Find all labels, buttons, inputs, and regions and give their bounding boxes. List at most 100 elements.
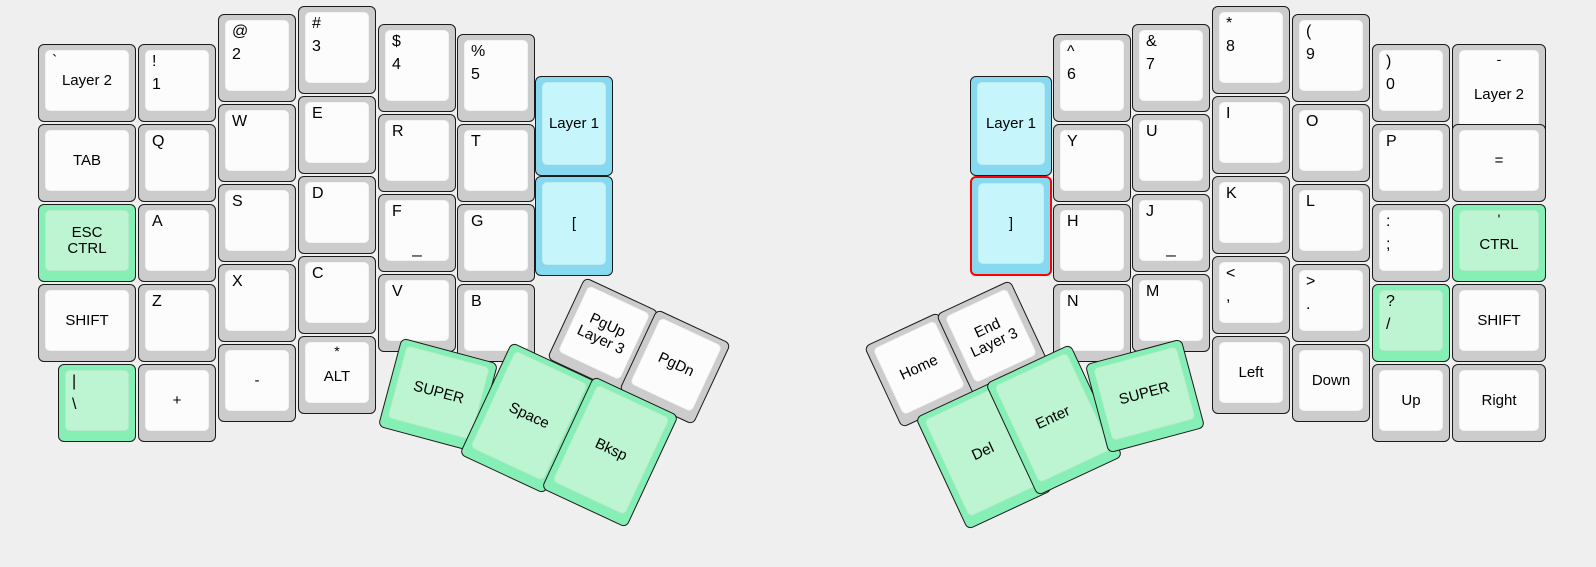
key-cap-surface bbox=[145, 370, 209, 431]
key-l-c1-r2[interactable]: A bbox=[138, 204, 216, 282]
key-legend-top-center: ' bbox=[1497, 211, 1501, 227]
key-r-c4-r1[interactable]: O bbox=[1292, 104, 1370, 182]
key-legends: [ bbox=[542, 182, 606, 265]
key-l-c0-r3[interactable]: SHIFT bbox=[38, 284, 136, 362]
key-legend-center: CTRL bbox=[1479, 236, 1519, 254]
key-legend-top: M bbox=[1146, 283, 1160, 300]
key-r-c1-r3[interactable]: N bbox=[1053, 284, 1131, 362]
key-legend-top: & bbox=[1146, 33, 1157, 50]
key-r-c0-r1[interactable]: ] bbox=[970, 176, 1052, 276]
key-r-c4-r4[interactable]: Down bbox=[1292, 344, 1370, 422]
key-cap-surface bbox=[1219, 342, 1283, 403]
key-legends: Up bbox=[1379, 370, 1443, 431]
key-r-c5-r3[interactable]: ?/ bbox=[1372, 284, 1450, 362]
key-r-c6-r0[interactable]: -Layer 2 bbox=[1452, 44, 1546, 138]
key-l-c6-r0[interactable]: Layer 1 bbox=[535, 76, 613, 176]
key-l-c4-r1[interactable]: R bbox=[378, 114, 456, 192]
key-r-c5-r2[interactable]: :; bbox=[1372, 204, 1450, 282]
key-legends: A bbox=[145, 210, 209, 271]
key-cap-surface bbox=[464, 210, 528, 271]
key-cap-surface bbox=[1139, 200, 1203, 261]
key-l-c1-r3[interactable]: Z bbox=[138, 284, 216, 362]
key-r-c2-r1[interactable]: U bbox=[1132, 114, 1210, 192]
key-l-c1-r4[interactable]: + bbox=[138, 364, 216, 442]
key-r-c6-r1[interactable]: = bbox=[1452, 124, 1546, 202]
key-r-c1-r1[interactable]: Y bbox=[1053, 124, 1131, 202]
key-cap-surface bbox=[1299, 270, 1363, 331]
key-r-c2-r2[interactable]: J_ bbox=[1132, 194, 1210, 272]
key-legend-top-center: - bbox=[1496, 51, 1502, 67]
key-l-c4-r2[interactable]: F_ bbox=[378, 194, 456, 272]
key-l-c1-r1[interactable]: Q bbox=[138, 124, 216, 202]
key-r-c3-r2[interactable]: K bbox=[1212, 176, 1290, 254]
key-legend-center: TAB bbox=[72, 151, 102, 169]
key-r-c1-r0[interactable]: ^6 bbox=[1053, 34, 1131, 122]
key-legend-top: I bbox=[1226, 105, 1231, 122]
key-r-c4-r2[interactable]: L bbox=[1292, 184, 1370, 262]
key-r-c0-r0[interactable]: Layer 1 bbox=[970, 76, 1052, 176]
key-l-c2-r2[interactable]: S bbox=[218, 184, 296, 262]
key-l-c2-r0[interactable]: @2 bbox=[218, 14, 296, 102]
key-cap-surface bbox=[45, 50, 129, 111]
key-l-c2-r3[interactable]: X bbox=[218, 264, 296, 342]
key-legends: Q bbox=[145, 130, 209, 191]
key-r-c1-r2[interactable]: H bbox=[1053, 204, 1131, 282]
key-legend-top: : bbox=[1386, 213, 1391, 230]
key-r-c4-r3[interactable]: >. bbox=[1292, 264, 1370, 342]
key-l-c0-r0[interactable]: `Layer 2 bbox=[38, 44, 136, 122]
key-legend-top: V bbox=[392, 283, 403, 300]
key-cap-surface bbox=[464, 40, 528, 111]
key-l-c1-r0[interactable]: !1 bbox=[138, 44, 216, 122]
key-cap-surface bbox=[464, 290, 528, 351]
key-legends: E bbox=[305, 102, 369, 163]
key-legend-center: SHIFT bbox=[65, 311, 109, 329]
key-l-c4-r0[interactable]: $4 bbox=[378, 24, 456, 112]
key-l-c5-r0[interactable]: %5 bbox=[457, 34, 535, 122]
key-l-c2-r1[interactable]: W bbox=[218, 104, 296, 182]
key-r-c6-r4[interactable]: Right bbox=[1452, 364, 1546, 442]
key-l-c5-r1[interactable]: T bbox=[457, 124, 535, 202]
key-legends: I bbox=[1219, 102, 1283, 163]
key-legends: T bbox=[464, 130, 528, 191]
key-legend-bottom: , bbox=[1226, 288, 1231, 305]
key-legend-bottom: 5 bbox=[471, 66, 480, 83]
key-l-c3-r4[interactable]: *ALT bbox=[298, 336, 376, 414]
key-l-c3-r2[interactable]: D bbox=[298, 176, 376, 254]
key-legend-top: O bbox=[1306, 113, 1319, 130]
key-r-c6-r3[interactable]: SHIFT bbox=[1452, 284, 1546, 362]
key-l-c3-r3[interactable]: C bbox=[298, 256, 376, 334]
key-r-c5-r0[interactable]: )0 bbox=[1372, 44, 1450, 122]
key-l-c3-r0[interactable]: #3 bbox=[298, 6, 376, 94]
key-l-c3-r1[interactable]: E bbox=[298, 96, 376, 174]
key-cap-surface bbox=[385, 200, 449, 261]
key-r-c5-r1[interactable]: P bbox=[1372, 124, 1450, 202]
key-cap-surface bbox=[1139, 30, 1203, 101]
key-legend-center: Bksp bbox=[592, 434, 631, 464]
key-r-c6-r2[interactable]: ' CTRL bbox=[1452, 204, 1546, 282]
key-legends: #3 bbox=[305, 12, 369, 83]
key-r-c3-r4[interactable]: Left bbox=[1212, 336, 1290, 414]
key-cap-surface bbox=[1379, 50, 1443, 111]
key-l-c4-r3[interactable]: V bbox=[378, 274, 456, 352]
key-r-c3-r0[interactable]: *8 bbox=[1212, 6, 1290, 94]
key-l-c6-r1[interactable]: [ bbox=[535, 176, 613, 276]
key-l-c0-r4[interactable]: |\ bbox=[58, 364, 136, 442]
key-l-c5-r2[interactable]: G bbox=[457, 204, 535, 282]
key-r-c2-r0[interactable]: &7 bbox=[1132, 24, 1210, 112]
key-r-c3-r3[interactable]: <, bbox=[1212, 256, 1290, 334]
key-l-c2-r4[interactable]: - bbox=[218, 344, 296, 422]
key-r-c4-r0[interactable]: (9 bbox=[1292, 14, 1370, 102]
key-cap-surface bbox=[145, 130, 209, 191]
key-r-c5-r4[interactable]: Up bbox=[1372, 364, 1450, 442]
key-l-c0-r1[interactable]: TAB bbox=[38, 124, 136, 202]
key-legends: %5 bbox=[464, 40, 528, 111]
key-legend-top: D bbox=[312, 185, 324, 202]
key-legends: G bbox=[464, 210, 528, 271]
key-r-c3-r1[interactable]: I bbox=[1212, 96, 1290, 174]
key-cap-surface bbox=[1219, 262, 1283, 323]
key-cap-surface bbox=[1459, 290, 1539, 351]
